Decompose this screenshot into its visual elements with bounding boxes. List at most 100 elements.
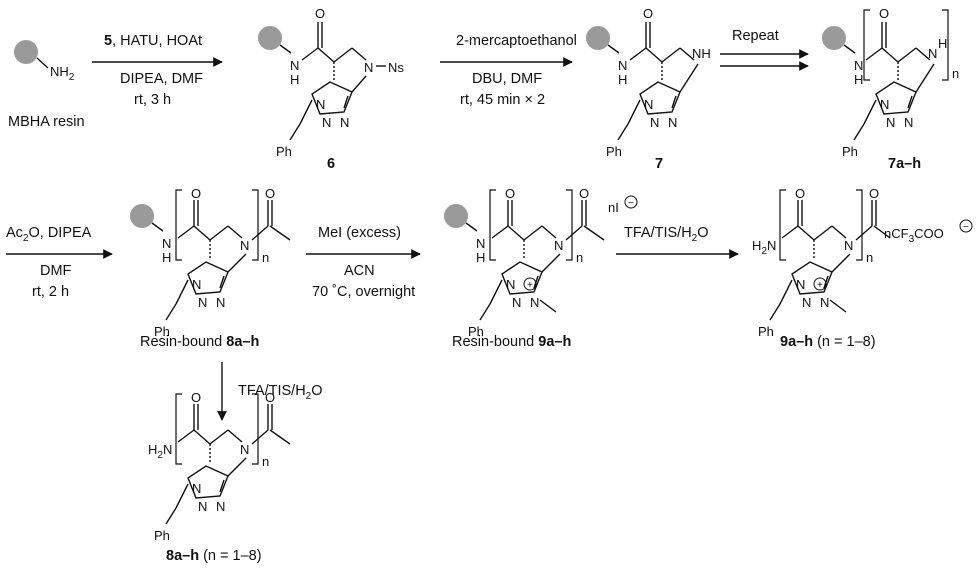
resin-bead (258, 26, 282, 50)
compound-9a-h: H2N O N n O nCF3COO − + N N N Ph 9a–h (n… (752, 186, 973, 350)
atom-n: N (240, 442, 249, 457)
resin-bound-9-prefix: Resin-bound (452, 334, 538, 350)
atom-n: N (802, 295, 811, 310)
counterion-tfa: nCF (884, 226, 909, 241)
atom-n: N (290, 58, 299, 73)
mbha-resin: NH2 MBHA resin (8, 40, 85, 130)
compound-6-label: 6 (327, 156, 335, 172)
step6-arrow: TFA/TIS/H2O (616, 225, 739, 259)
step4-line2: DMF (40, 263, 72, 279)
atom-n: N (364, 60, 373, 75)
compound-6: N H O N Ns N N N Ph 6 (258, 6, 404, 172)
atom-n: N (216, 499, 225, 514)
counterion-tfa-tail: COO (914, 226, 944, 241)
step5-arrow: MeI (excess) ACN 70 ˚C, overnight (306, 225, 421, 300)
atom-n: N (322, 115, 331, 130)
atom-n: N (854, 58, 863, 73)
atom-n: N (844, 238, 853, 253)
atom-n: N (880, 97, 889, 112)
atom-n: N (650, 115, 659, 130)
step4-arrow: Ac2O, DIPEA DMF rt, 2 h (6, 225, 113, 300)
plus-charge: + (817, 280, 823, 291)
resin-bead (130, 204, 154, 228)
atom-ns: Ns (388, 60, 404, 75)
atom-o: O (579, 186, 589, 201)
atom-ph: Ph (758, 324, 774, 339)
atom-n: N (240, 238, 249, 253)
step2-line1: 2-mercaptoethanol (456, 33, 577, 49)
step2-arrow: 2-mercaptoethanol DBU, DMF rt, 45 min × … (440, 33, 577, 108)
resin-bound-8-prefix: Resin-bound (140, 334, 226, 350)
svg-text:TFA/TIS/H2O: TFA/TIS/H2O (238, 383, 323, 402)
repeat-n: n (576, 250, 583, 265)
atom-o: O (795, 186, 805, 201)
step1-arrow: 5, HATU, HOAt DIPEA, DMF rt, 3 h (92, 33, 223, 108)
atom-n: N (530, 295, 539, 310)
minus-charge: − (963, 222, 969, 233)
step3-arrows: Repeat (720, 28, 809, 71)
step5-line1: MeI (excess) (318, 225, 401, 241)
atom-h: H (476, 250, 485, 265)
atom-o: O (265, 186, 275, 201)
atom-n: N (192, 481, 201, 496)
svg-text:NH2: NH2 (50, 64, 75, 83)
step7-reagents: TFA/TIS/H (238, 383, 306, 399)
repeat-n: n (262, 454, 269, 469)
atom-n: N (512, 295, 521, 310)
reagent-5: 5 (104, 33, 112, 49)
repeat-n: n (952, 66, 959, 81)
step3-line1: Repeat (732, 28, 779, 44)
compound-7a-h-label: 7a–h (888, 156, 921, 172)
atom-o: O (191, 186, 201, 201)
atom-ph: Ph (154, 528, 170, 543)
counterion-iodide: nI (608, 200, 619, 215)
step1-line2: DIPEA, DMF (120, 71, 203, 87)
atom-o: O (643, 6, 653, 21)
atom-h: H (162, 250, 171, 265)
atom-n: N (886, 115, 895, 130)
compound-7a-h: N H O N H n N N N Ph 7a–h (822, 6, 959, 172)
step5-line3: 70 ˚C, overnight (312, 284, 415, 300)
atom-n: N (192, 277, 201, 292)
atom-o: O (869, 186, 879, 201)
svg-text:8a–h (n = 1–8): 8a–h (n = 1–8) (166, 548, 262, 564)
atom-n: N (820, 295, 829, 310)
svg-text:H2N: H2N (752, 238, 776, 257)
atom-n: N (796, 277, 805, 292)
resin-bead (822, 26, 846, 50)
step4-line1: DIPEA (48, 225, 92, 241)
step5-line2: ACN (344, 263, 375, 279)
atom-n: N (928, 46, 937, 61)
atom-n: N (644, 97, 653, 112)
n-range-8: (n = 1–8) (203, 548, 261, 564)
compound-7-label: 7 (655, 156, 663, 172)
atom-n: N (198, 499, 207, 514)
atom-h: H (938, 36, 947, 51)
compound-resin-9a-h: N H O N n O nI − + N N N Ph Resin-bound … (444, 186, 638, 350)
step6-reagents: TFA/TIS/H (624, 225, 692, 241)
resin-bead (586, 26, 610, 50)
atom-n: N (554, 238, 563, 253)
compound-8a-h: H2N O N n O N N N Ph 8a–h (n = 1–8) (148, 390, 291, 564)
atom-h: H (854, 72, 863, 87)
svg-text:5, HATU, HOAt: 5, HATU, HOAt (104, 33, 202, 49)
atom-n: N (162, 236, 171, 251)
compound-9a-h-final-label: 9a–h (780, 334, 813, 350)
atom-ph: Ph (276, 144, 292, 159)
atom-n: N (904, 115, 913, 130)
svg-text:H2N: H2N (148, 442, 172, 461)
compound-resin-8a-h: N H O N n O N N N Ph Resin-bound 8a–h (130, 186, 291, 350)
step2-line2: DBU, DMF (472, 71, 542, 87)
atom-o: O (315, 6, 325, 21)
n-range-9: (n = 1–8) (817, 334, 875, 350)
repeat-n: n (866, 250, 873, 265)
resin-bead (14, 40, 38, 64)
plus-charge: + (527, 280, 533, 291)
step1-line3: rt, 3 h (134, 92, 171, 108)
svg-text:nCF3COO: nCF3COO (884, 226, 944, 245)
atom-n: N (216, 295, 225, 310)
svg-text:Resin-bound 9a–h: Resin-bound 9a–h (452, 334, 571, 350)
atom-n: N (198, 295, 207, 310)
step1-reagents: , HATU, HOAt (112, 33, 202, 49)
atom-nh2: NH (50, 64, 69, 79)
